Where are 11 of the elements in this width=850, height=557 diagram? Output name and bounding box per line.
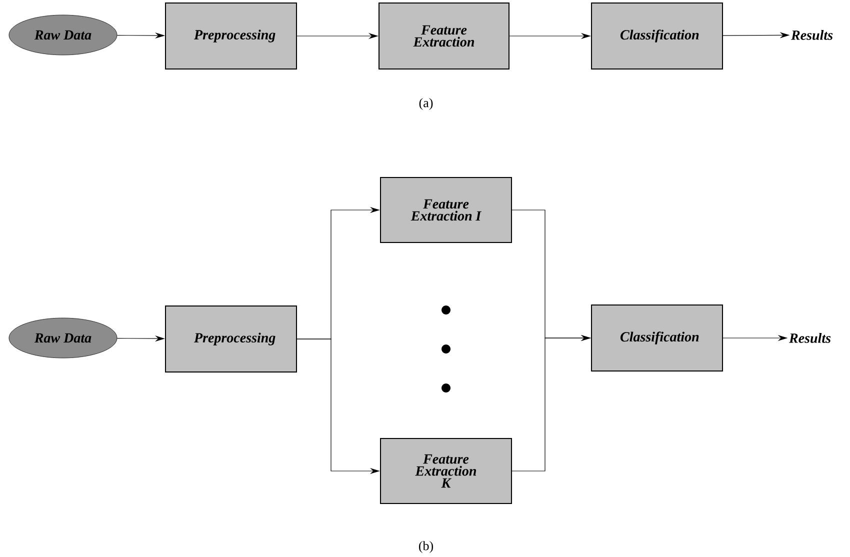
- process-box: Classification: [591, 304, 723, 372]
- process-box: Feature Extraction I: [380, 177, 512, 243]
- subfigure-label: (b): [419, 541, 434, 553]
- process-box: Preprocessing: [165, 2, 297, 70]
- process-box: Preprocessing: [165, 306, 297, 372]
- process-box: Classification: [591, 2, 723, 70]
- output-label: Results: [791, 30, 833, 40]
- process-box: Feature Extraction K: [380, 438, 512, 504]
- subfigure-label: (a): [419, 98, 433, 110]
- output-label: Results: [789, 333, 831, 343]
- process-box: Feature Extraction: [378, 2, 510, 70]
